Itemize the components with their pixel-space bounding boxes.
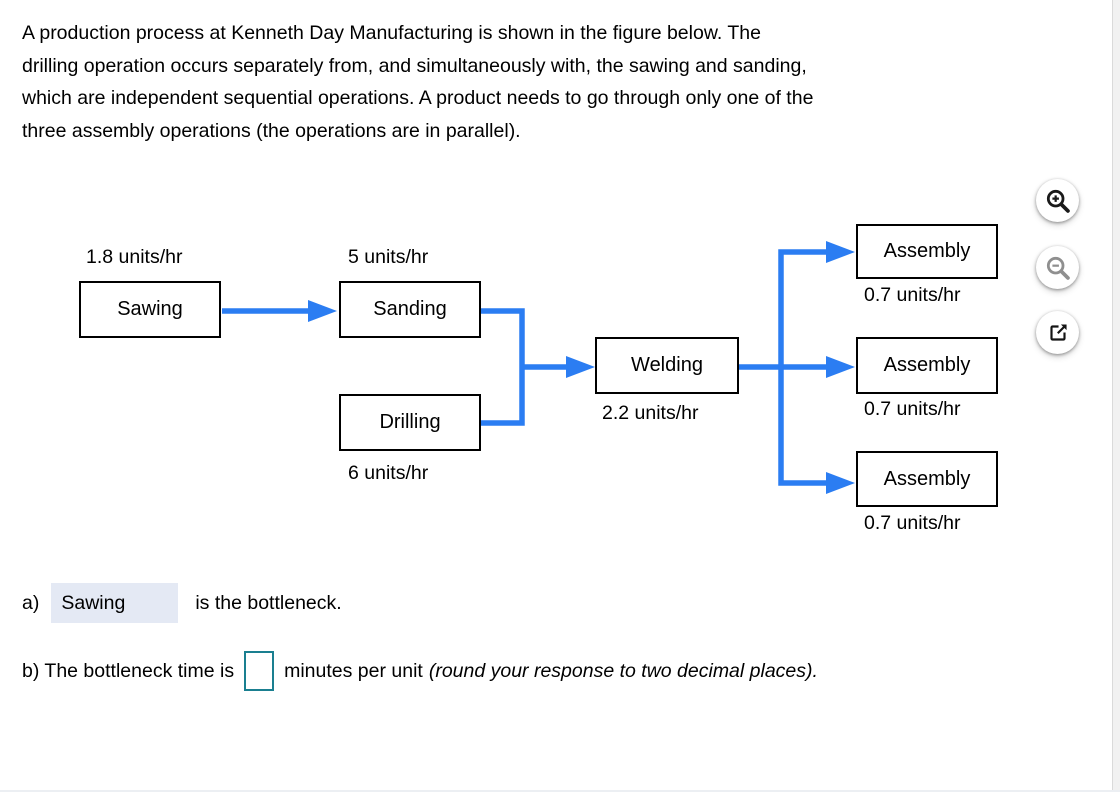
answer-b-prefix: b) The bottleneck time is	[22, 659, 235, 682]
arrow-sawing-to-sanding	[222, 300, 337, 322]
node-sanding: Sanding	[339, 281, 481, 338]
rate-label-drilling: 6 units/hr	[348, 462, 429, 484]
answer-a-row: a) Sawing is the bottleneck.	[22, 583, 342, 623]
rate-label-assembly-bottom: 0.7 units/hr	[864, 512, 961, 534]
magnifier-minus-icon	[1046, 256, 1070, 280]
node-assembly-top: Assembly	[856, 224, 998, 279]
open-external-icon	[1049, 323, 1067, 341]
arrow-junction-to-welding	[522, 356, 595, 378]
connector-sanding-drilling-junction	[479, 308, 525, 426]
question-text-line: A production process at Kenneth Day Manu…	[22, 22, 761, 44]
panel-divider	[1112, 0, 1120, 792]
question-text: A production process at Kenneth Day Manu…	[22, 17, 1102, 147]
zoom-out-button[interactable]	[1036, 246, 1079, 289]
question-text-line: which are independent sequential operati…	[22, 87, 814, 109]
answer-b-note: (round your response to two decimal plac…	[428, 659, 818, 682]
answer-a-suffix: is the bottleneck.	[195, 591, 342, 614]
rate-label-assembly-middle: 0.7 units/hr	[864, 398, 961, 420]
node-assembly-middle: Assembly	[856, 337, 998, 394]
arrowhead-assembly-top	[826, 241, 855, 263]
question-text-line: drilling operation occurs separately fro…	[22, 54, 807, 77]
open-external-button[interactable]	[1036, 311, 1079, 354]
rate-label-sanding: 5 units/hr	[348, 246, 429, 268]
rate-label-welding: 2.2 units/hr	[602, 402, 699, 424]
zoom-in-button[interactable]	[1036, 179, 1079, 222]
node-sawing: Sawing	[79, 281, 221, 338]
answer-a-prefix: a)	[22, 591, 40, 614]
arrow-welding-to-assembly-middle	[739, 356, 855, 378]
question-text-line: three assembly operations (the operation…	[22, 119, 521, 142]
bottom-divider	[0, 790, 1120, 792]
rate-label-sawing: 1.8 units/hr	[86, 246, 183, 268]
arrowhead-assembly-bottom	[826, 472, 855, 494]
magnifier-plus-icon	[1046, 189, 1070, 213]
answer-b-row: b) The bottleneck time is minutes per un…	[22, 651, 818, 691]
node-welding: Welding	[595, 337, 739, 394]
connector-assembly-branch	[778, 249, 828, 486]
node-assembly-bottom: Assembly	[856, 451, 998, 507]
node-drilling: Drilling	[339, 394, 481, 451]
answer-a-dropdown[interactable]: Sawing	[51, 583, 179, 623]
rate-label-assembly-top: 0.7 units/hr	[864, 284, 961, 306]
answer-b-input[interactable]	[244, 651, 275, 691]
answer-b-suffix: minutes per unit	[284, 659, 423, 682]
